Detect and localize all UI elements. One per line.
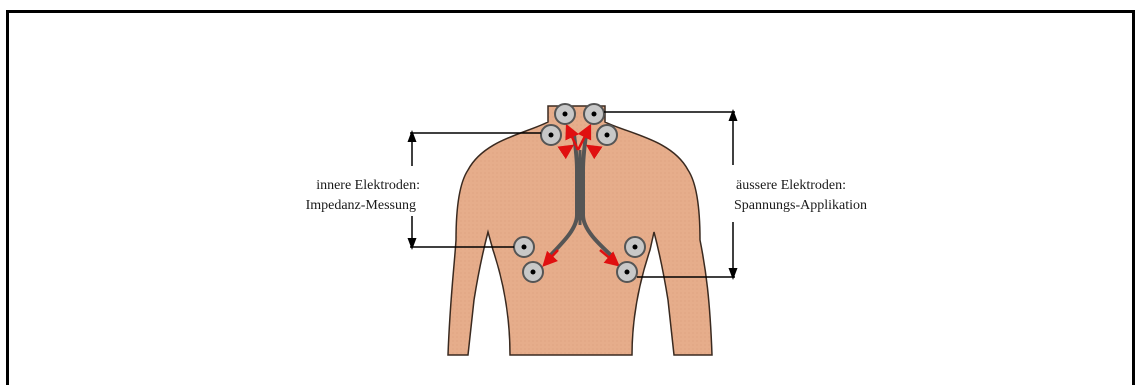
voltage-application-label: Spannungs-Applikation [734, 198, 867, 213]
electrode-outer-bottom-right [617, 262, 637, 282]
electrode-outer-bottom-left [523, 262, 543, 282]
electrode-inner-top-left [541, 125, 561, 145]
impedance-measurement-label: Impedanz-Messung [306, 198, 416, 213]
electrode-inner-bottom-left [514, 237, 534, 257]
outer-electrodes-label: äussere Elektroden: [736, 178, 846, 193]
electrode-outer-top-left [555, 104, 575, 124]
inner-electrodes-label: innere Elektroden: [316, 178, 420, 193]
electrode-outer-top-right [584, 104, 604, 124]
electrode-inner-bottom-right [625, 237, 645, 257]
electrode-inner-top-right [597, 125, 617, 145]
